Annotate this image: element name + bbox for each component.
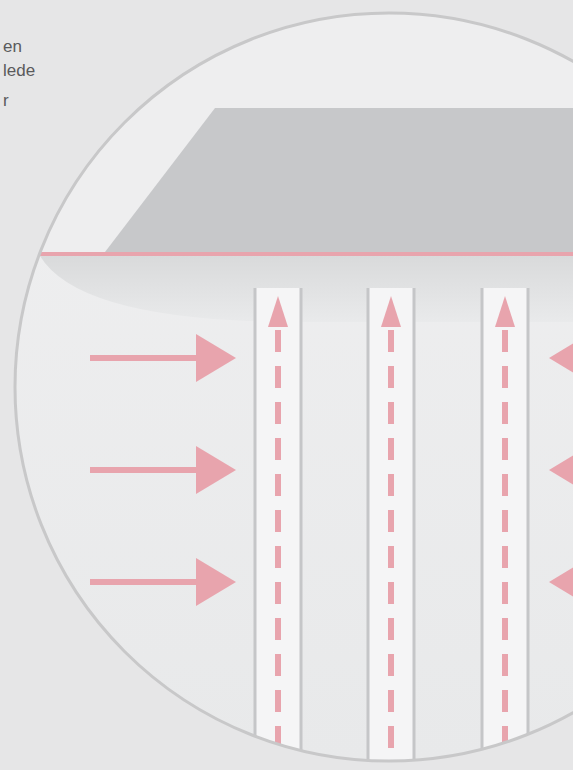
text-fragment: lede — [3, 60, 35, 82]
inflow-arrowhead — [196, 558, 236, 606]
inflow-arrowhead — [196, 446, 236, 494]
flow-dash — [388, 330, 394, 770]
boundary-line — [30, 252, 573, 256]
flow-dash — [275, 330, 281, 770]
channel-wall — [481, 288, 484, 770]
inflow-arrowhead — [549, 334, 573, 382]
channel-wall — [300, 288, 303, 770]
flow-arrowhead — [381, 296, 401, 327]
inflow-arrowhead — [549, 558, 573, 606]
text-fragment: en — [3, 36, 22, 58]
slab — [105, 108, 573, 252]
flow-arrows — [90, 334, 573, 606]
inflow-arrowhead — [196, 334, 236, 382]
channels — [255, 288, 528, 770]
channel-wall — [413, 288, 416, 770]
flow-dash — [502, 330, 508, 770]
upper-ground — [0, 0, 573, 254]
inflow-arrow — [90, 355, 200, 361]
channel-wall — [527, 288, 530, 770]
flow-arrowhead — [268, 296, 288, 327]
channel-wall — [367, 288, 370, 770]
flow-arrowhead — [495, 296, 515, 327]
channel-wall — [254, 288, 257, 770]
inflow-arrow — [90, 467, 200, 473]
inflow-arrowhead — [549, 446, 573, 494]
inflow-arrow — [90, 579, 200, 585]
lens-outline — [15, 13, 573, 761]
text-fragment: r — [3, 90, 9, 112]
